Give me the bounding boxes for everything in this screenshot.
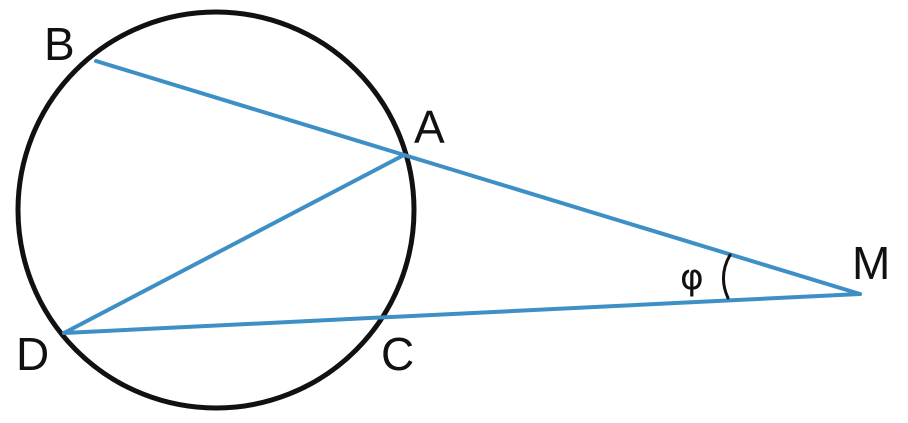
label-m: M xyxy=(852,237,890,289)
label-c: C xyxy=(381,328,414,380)
circle xyxy=(15,9,417,411)
label-d: D xyxy=(16,328,49,380)
label-b: B xyxy=(44,18,75,70)
label-a: A xyxy=(414,101,445,153)
secant-line-dm xyxy=(62,292,862,335)
secant-line-bm xyxy=(94,59,862,296)
angle-label-phi: φ xyxy=(680,257,704,298)
angle-arc xyxy=(722,253,732,300)
chord-ad xyxy=(62,153,406,335)
